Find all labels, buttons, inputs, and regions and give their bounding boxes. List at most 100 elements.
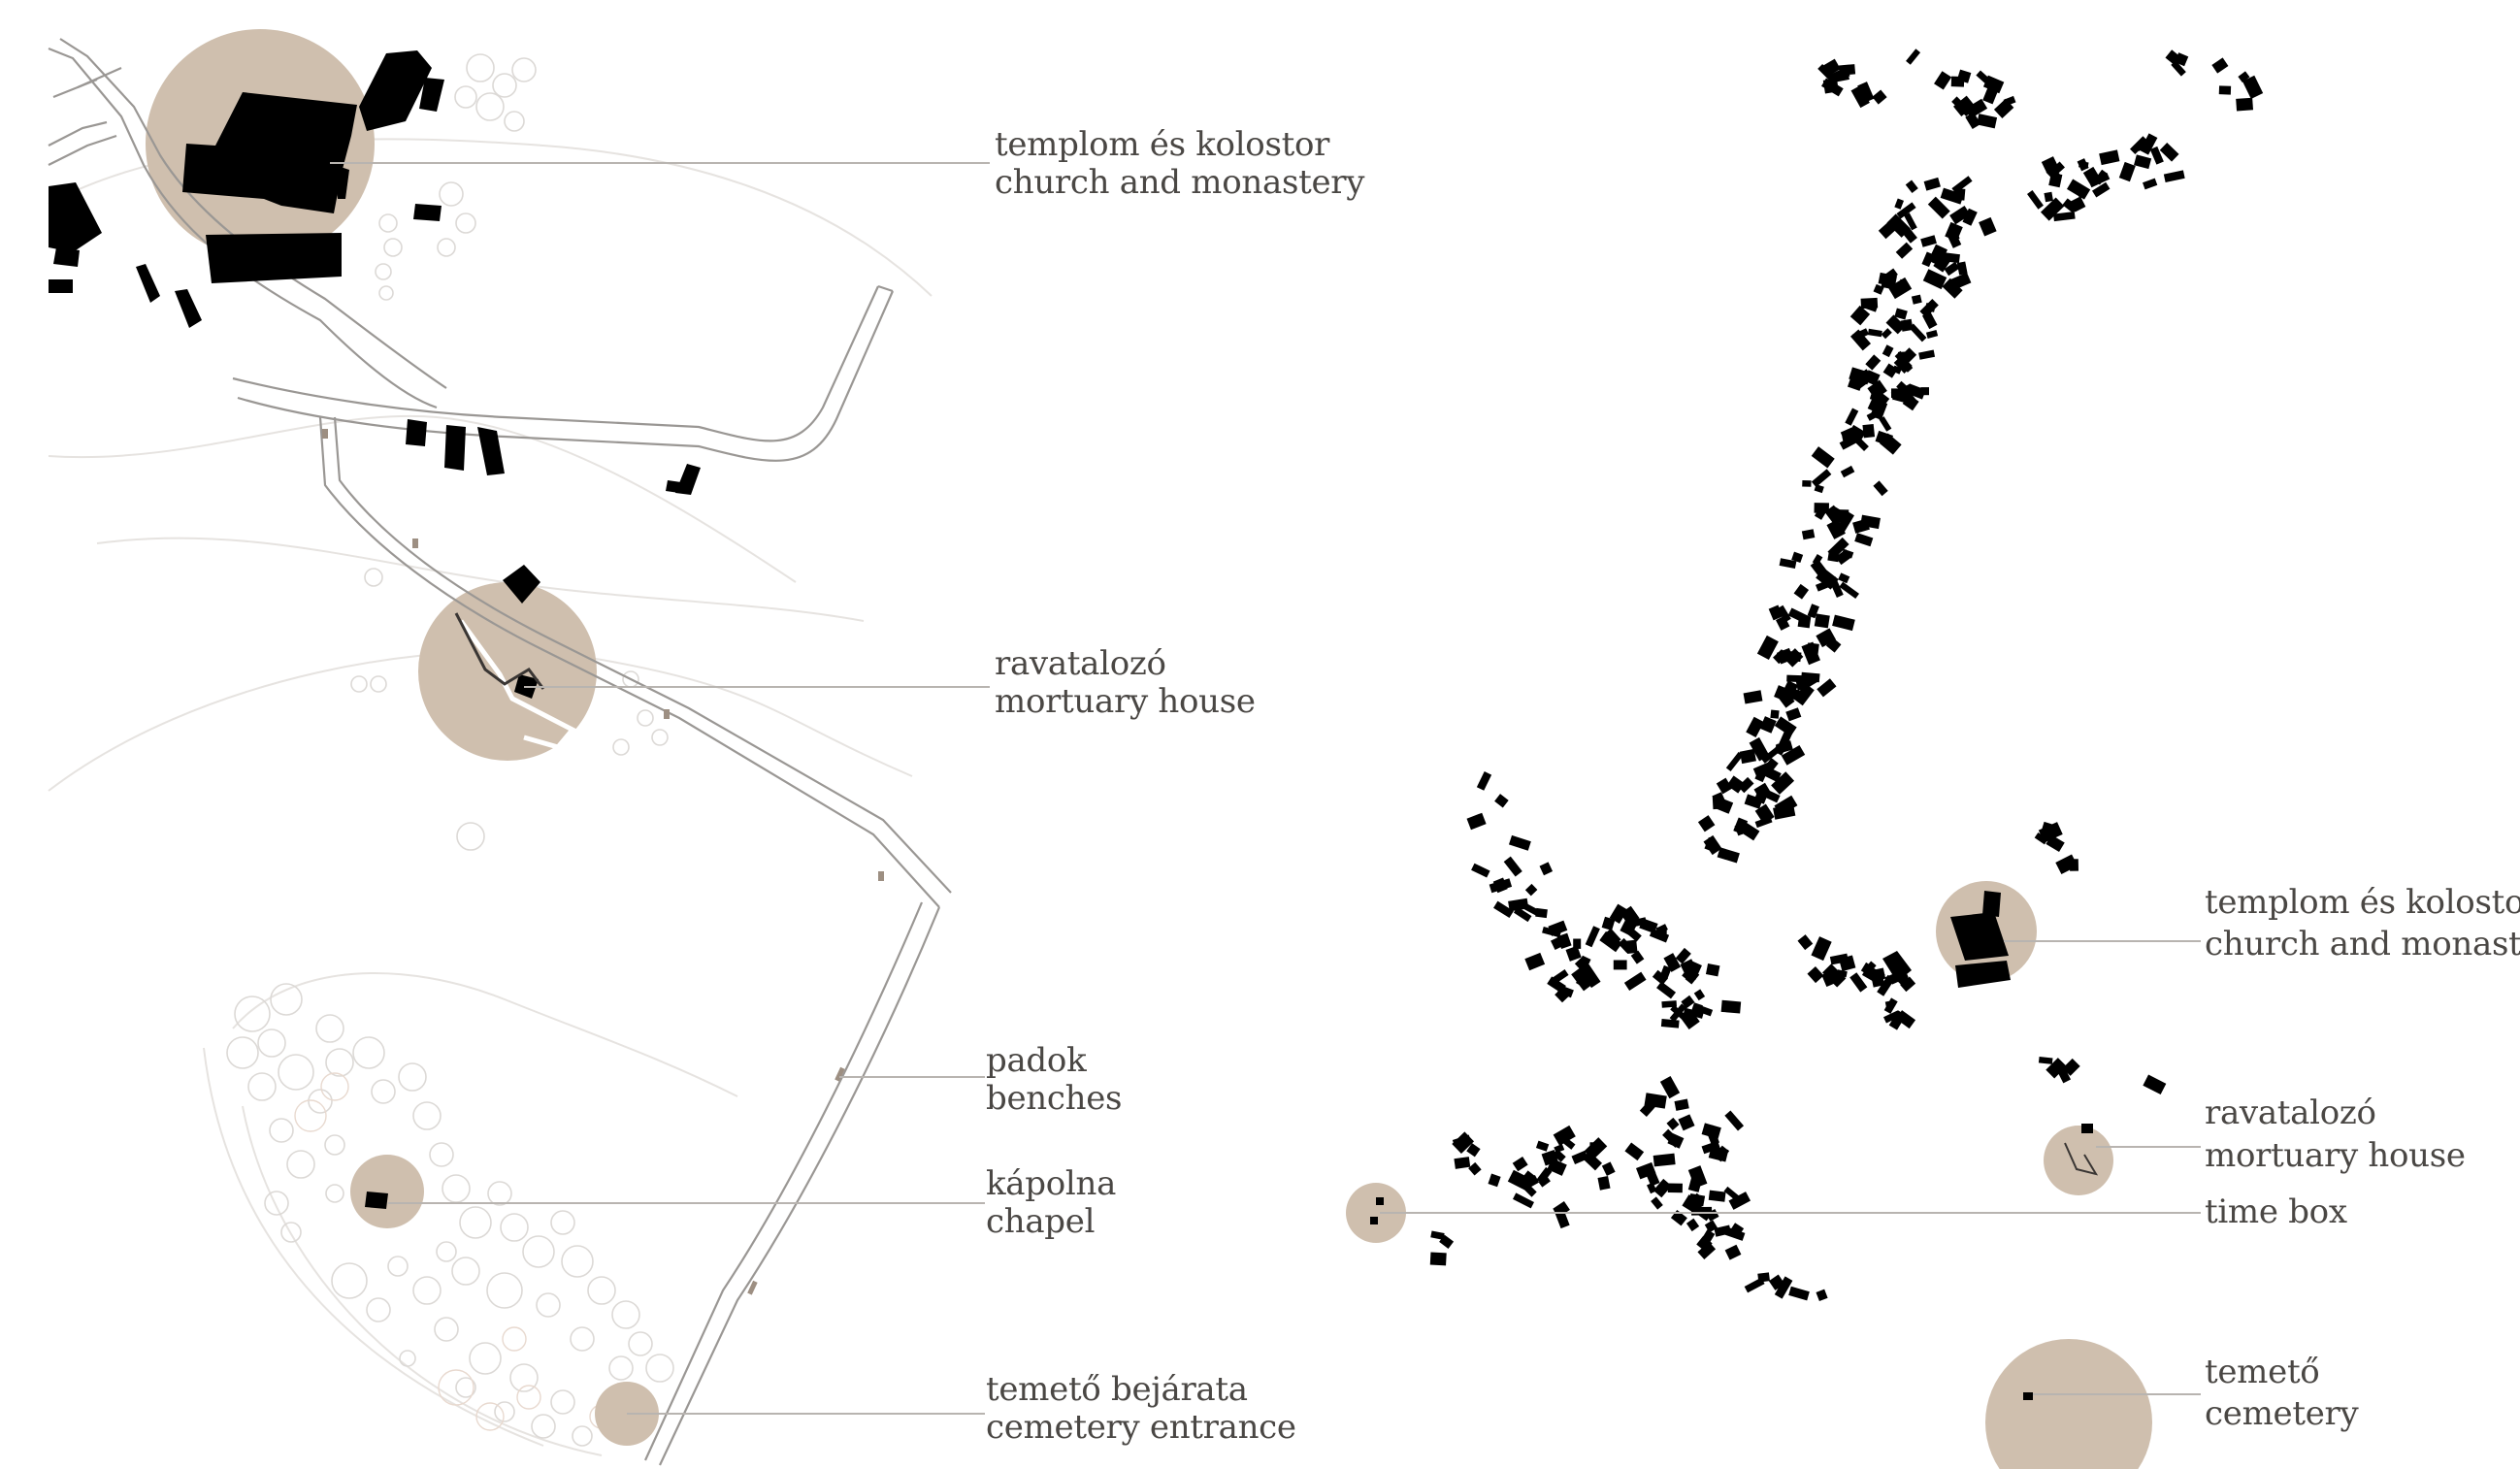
village-building	[1852, 518, 1870, 534]
village-building	[1488, 1173, 1501, 1188]
village-building	[1879, 433, 1902, 455]
village-building	[1662, 1128, 1682, 1148]
village-building	[1466, 1143, 1481, 1158]
detail-benches-label-en: benches	[986, 1079, 1122, 1118]
village-building	[1724, 1110, 1745, 1131]
village-building	[1508, 898, 1529, 912]
village-building	[1667, 1183, 1683, 1193]
village-building	[1601, 916, 1616, 931]
village-building	[1839, 955, 1856, 972]
village-building	[1927, 196, 1950, 219]
village-building	[1670, 1209, 1687, 1226]
village-building	[1801, 529, 1816, 540]
village-building	[1538, 1176, 1551, 1188]
village-building	[1708, 1190, 1726, 1202]
village-building	[1720, 999, 1742, 1014]
detail-buildings	[49, 50, 701, 1209]
village-building	[1653, 1178, 1672, 1198]
village-building	[1675, 947, 1691, 964]
village-building	[1737, 776, 1754, 794]
village-building	[1661, 1000, 1678, 1008]
village-building	[1753, 782, 1770, 798]
village-building	[1900, 976, 1916, 993]
village-building	[1644, 1167, 1660, 1187]
detail-entrance-label-hu: temető bejárata	[986, 1370, 1248, 1409]
village-building	[1849, 972, 1868, 993]
village-building	[1911, 294, 1922, 305]
village-building	[1902, 394, 1919, 411]
village-building	[1854, 533, 1874, 547]
village-building	[2092, 181, 2111, 198]
village-building	[1688, 1192, 1706, 1207]
village-building	[1862, 423, 1876, 439]
village-building	[1548, 920, 1568, 936]
village-building	[1885, 314, 1906, 335]
village-building	[1760, 746, 1781, 764]
village-building	[1659, 1075, 1681, 1099]
village-building	[1744, 794, 1763, 809]
village-building	[1811, 469, 1832, 488]
village-building	[1921, 311, 1938, 330]
village-building	[1811, 446, 1835, 469]
village-building	[1550, 935, 1565, 951]
village-building	[1512, 1156, 1528, 1172]
village-building	[1779, 558, 1797, 570]
village-building	[1429, 1252, 1447, 1266]
village-building	[1810, 559, 1827, 576]
village-building	[1678, 1114, 1695, 1131]
village-building	[1842, 434, 1852, 445]
village-building	[1687, 1165, 1708, 1189]
village-building	[1781, 744, 1806, 766]
village-building	[1977, 114, 1998, 129]
village-building	[1585, 926, 1600, 948]
village-building	[1571, 966, 1594, 992]
village-building	[1802, 479, 1812, 487]
village-building	[1923, 177, 1941, 191]
village-building	[1452, 1131, 1475, 1154]
village-building	[1601, 1161, 1616, 1177]
detail-contours	[48, 138, 933, 1456]
village-building	[1822, 963, 1847, 988]
village-building	[1895, 1010, 1916, 1029]
village-building	[2171, 60, 2186, 77]
village-building	[1877, 974, 1895, 996]
village-building	[1697, 815, 1716, 832]
village-building	[1430, 1230, 1445, 1240]
detail-entrance-label-en: cemetery entrance	[986, 1408, 1296, 1447]
village-building	[1863, 301, 1879, 312]
village-building	[1777, 604, 1791, 623]
detail-mortuary-label-en: mortuary house	[995, 682, 1256, 721]
village-building	[1577, 955, 1591, 971]
village-building	[1814, 613, 1830, 629]
detail-chapel-highlight	[350, 1155, 424, 1228]
village-building	[1521, 1170, 1535, 1186]
village-building	[1982, 85, 1999, 105]
village-building	[1701, 1123, 1721, 1139]
village-building	[1513, 906, 1532, 923]
village-building	[1554, 1144, 1565, 1154]
village-building	[1883, 1010, 1901, 1024]
village-building	[2044, 191, 2053, 203]
village-building	[1712, 792, 1725, 804]
village-building	[1597, 1175, 1611, 1191]
detail-chapel-label-en: chapel	[986, 1202, 1095, 1241]
village-building	[1896, 202, 1916, 219]
village-building	[1905, 180, 1918, 194]
overview-landmark-buildings	[1370, 891, 2093, 1400]
village-building	[1539, 862, 1554, 876]
village-building	[1620, 905, 1640, 927]
detail-map: templom és kolostor church and monastery…	[48, 29, 1366, 1466]
village-building	[1699, 1229, 1716, 1248]
village-building	[1524, 883, 1538, 897]
village-building	[1807, 604, 1819, 619]
overview-church-label-hu: templom és kolostor	[2205, 883, 2520, 922]
village-building	[1746, 716, 1764, 737]
village-building	[1556, 985, 1574, 998]
village-building	[1939, 251, 1960, 264]
village-building	[1964, 98, 1988, 119]
village-building	[1956, 69, 1972, 83]
village-building	[1552, 1149, 1566, 1162]
village-building	[2236, 97, 2254, 112]
village-building	[1874, 967, 1886, 981]
village-building	[1714, 1224, 1732, 1237]
